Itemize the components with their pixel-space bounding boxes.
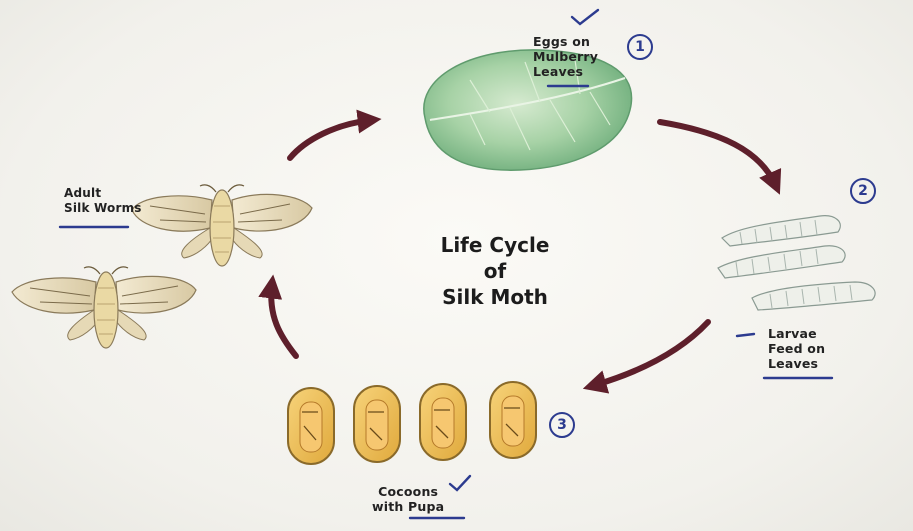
dash-mark — [737, 334, 754, 336]
label-line: Larvae — [768, 326, 825, 341]
cocoon — [288, 388, 334, 464]
label-line: Leaves — [768, 356, 825, 371]
stage-number-badge: 2 — [850, 178, 876, 204]
label-line: Silk Worms — [64, 201, 142, 216]
moth — [132, 185, 312, 266]
cocoon — [354, 386, 400, 462]
cocoon — [420, 384, 466, 460]
larva — [718, 246, 845, 278]
checkmark-icon — [572, 10, 598, 24]
label-line: Feed on — [768, 341, 825, 356]
arrow-larvae-to-cocoons — [592, 322, 708, 386]
larvae-illustration — [718, 216, 875, 310]
title-line: Life Cycle — [395, 232, 595, 258]
stage-cocoons-label: Cocoons with Pupa — [372, 484, 444, 514]
diagram-title: Life Cycle of Silk Moth — [395, 232, 595, 310]
larva — [752, 282, 875, 310]
stage-adult-label: Adult Silk Worms — [64, 186, 142, 216]
label-line: Mulberry — [533, 49, 598, 64]
adult-moths-illustration — [12, 185, 312, 348]
mulberry-leaf-illustration — [424, 50, 632, 170]
stage-number-badge: 3 — [549, 412, 575, 438]
title-line: of — [395, 258, 595, 284]
arrow-cocoons-to-adult — [271, 284, 296, 356]
label-line: with Pupa — [372, 499, 444, 514]
label-line: Eggs on — [533, 34, 598, 49]
checkmark-icon — [450, 476, 470, 490]
arrow-eggs-to-larvae — [660, 122, 776, 186]
arrow-adult-to-eggs — [290, 120, 372, 158]
label-line: Adult — [64, 186, 142, 201]
cocoon — [490, 382, 536, 458]
cocoons-illustration — [288, 382, 536, 464]
label-line: Cocoons — [372, 484, 444, 499]
moth — [12, 267, 196, 348]
stage-larvae-label: Larvae Feed on Leaves — [768, 326, 825, 371]
larva — [722, 216, 840, 246]
label-line: Leaves — [533, 64, 598, 79]
stage-eggs-label: Eggs on Mulberry Leaves — [533, 34, 598, 79]
title-line: Silk Moth — [395, 284, 595, 310]
stage-number-badge: 1 — [627, 34, 653, 60]
